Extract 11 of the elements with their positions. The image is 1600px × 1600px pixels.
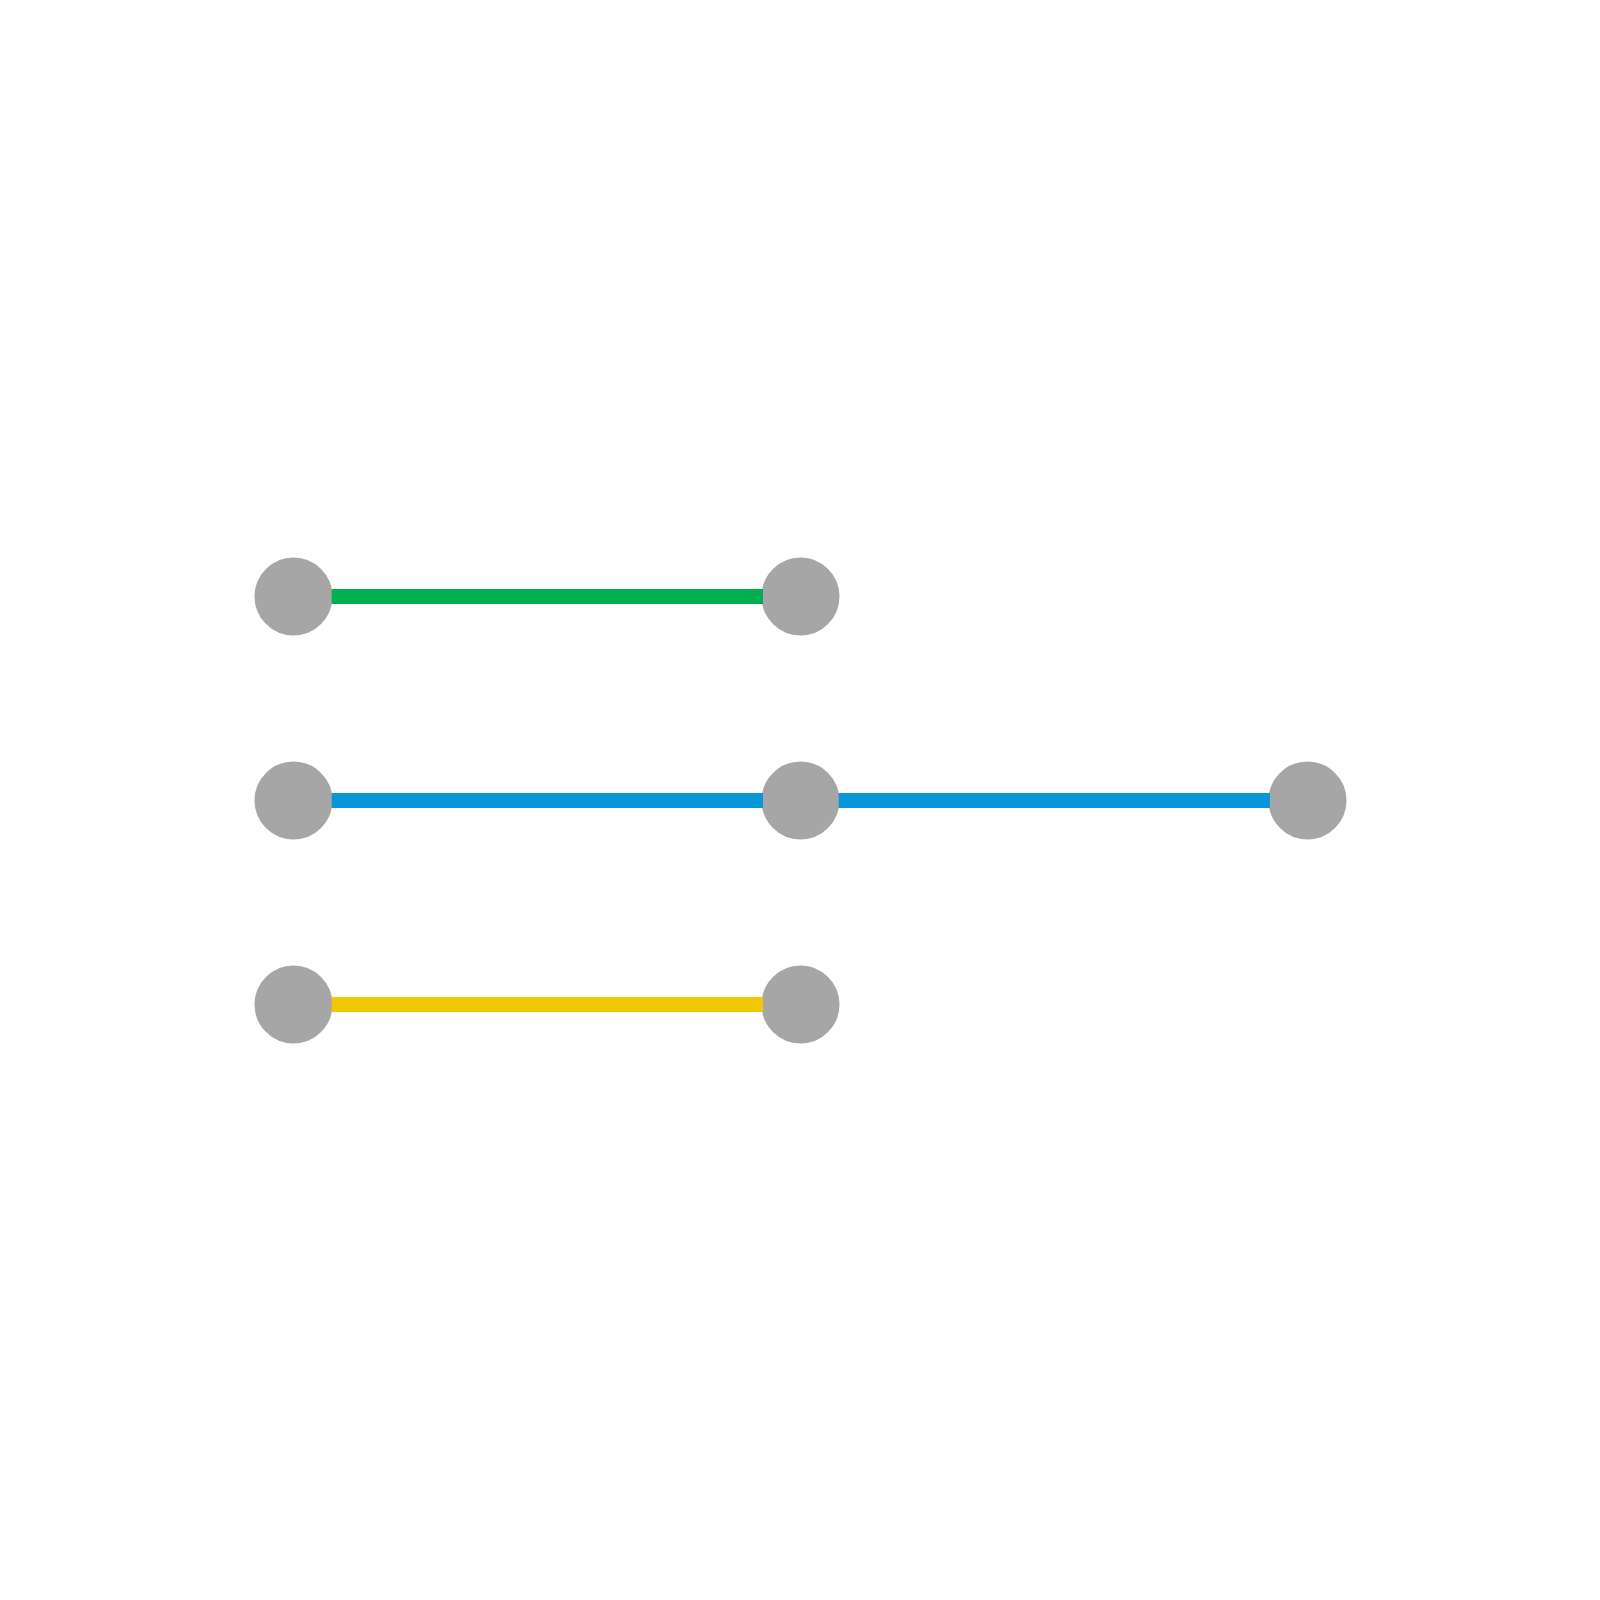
- connector: [331, 996, 763, 1012]
- node-circle: [1268, 761, 1346, 839]
- node-circle: [761, 965, 839, 1043]
- node-circle: [254, 557, 332, 635]
- node-circle: [254, 761, 332, 839]
- connector: [331, 792, 763, 808]
- node-circle: [761, 557, 839, 635]
- node-circle: [254, 965, 332, 1043]
- connector: [331, 588, 763, 604]
- connector: [838, 792, 1270, 808]
- node-circle: [761, 761, 839, 839]
